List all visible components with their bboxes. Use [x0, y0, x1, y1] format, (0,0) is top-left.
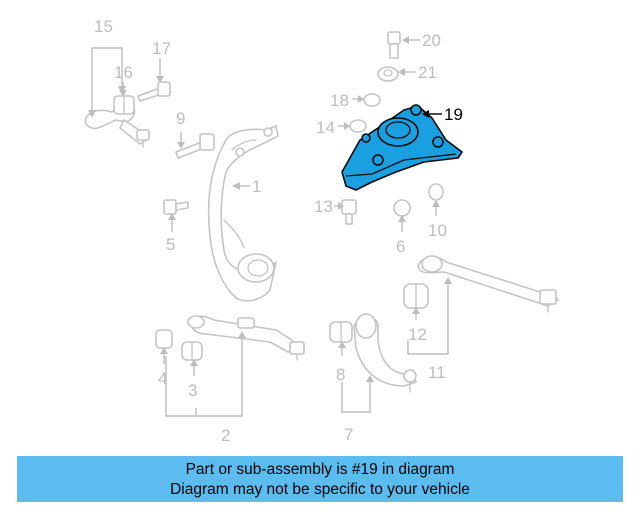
label-15: 15 — [94, 17, 113, 36]
part-17-bolt[interactable] — [137, 81, 171, 102]
callout-6: 6 — [396, 215, 406, 256]
callout-17: 17 — [152, 39, 171, 83]
part-11-lateral-arm[interactable] — [417, 255, 559, 313]
label-9: 9 — [176, 109, 185, 128]
part-13-bolt[interactable] — [341, 199, 357, 225]
part-6-nut[interactable] — [393, 199, 411, 217]
label-11: 11 — [428, 363, 446, 382]
part-8-bushing[interactable] — [329, 321, 353, 343]
part-7-trailing-arm[interactable] — [353, 313, 417, 393]
label-20: 20 — [422, 31, 441, 50]
part-14-nut[interactable] — [349, 119, 367, 133]
label-2: 2 — [221, 426, 230, 445]
label-6: 6 — [396, 237, 405, 256]
callout-18: 18 — [330, 91, 364, 110]
callout-9: 9 — [176, 109, 185, 149]
part-18-nut[interactable] — [363, 93, 381, 107]
label-14: 14 — [316, 118, 335, 137]
callout-13: 13 — [314, 197, 344, 216]
part-12-bushing[interactable] — [403, 283, 429, 309]
callout-14: 14 — [316, 118, 350, 137]
part-1-steering-knuckle[interactable] — [207, 125, 279, 302]
part-4-bushing[interactable] — [155, 329, 173, 349]
callout-3: 3 — [188, 359, 198, 400]
label-5: 5 — [166, 235, 175, 254]
callout-10: 10 — [428, 200, 447, 240]
callout-7: 7 — [341, 375, 374, 444]
label-1: 1 — [252, 177, 261, 196]
label-3: 3 — [188, 381, 197, 400]
banner-line-1: Part or sub-assembly is #19 in diagram — [185, 461, 455, 478]
label-7: 7 — [344, 425, 353, 444]
callout-15: 15 — [88, 17, 126, 118]
part-3-bushing[interactable] — [181, 341, 203, 361]
label-10: 10 — [428, 221, 447, 240]
callout-1: 1 — [232, 177, 261, 196]
callout-4: 4 — [158, 347, 168, 388]
part-19-upper-mount-highlighted[interactable] — [341, 104, 463, 191]
part-21-washer[interactable] — [377, 66, 399, 82]
label-12: 12 — [408, 325, 427, 344]
label-19: 19 — [444, 105, 463, 124]
label-4: 4 — [158, 369, 167, 388]
label-16: 16 — [114, 63, 133, 82]
label-13: 13 — [314, 197, 333, 216]
label-21: 21 — [418, 63, 437, 82]
part-9-bolt[interactable] — [175, 133, 215, 159]
part-5-bolt[interactable] — [163, 199, 189, 215]
callout-21: 21 — [398, 63, 437, 82]
callout-16: 16 — [114, 63, 133, 97]
label-8: 8 — [336, 365, 345, 384]
callout-12: 12 — [408, 307, 427, 344]
callout-8: 8 — [336, 341, 346, 384]
label-18: 18 — [330, 91, 349, 110]
parts-diagram: 15 16 17 9 1 — [84, 17, 559, 445]
label-17: 17 — [152, 39, 171, 58]
part-20-bolt[interactable] — [387, 31, 401, 59]
callout-11: 11 — [407, 277, 452, 382]
part-10-nut[interactable] — [428, 183, 444, 201]
info-banner: Part or sub-assembly is #19 in diagram D… — [17, 456, 623, 502]
callout-20: 20 — [402, 31, 441, 50]
banner-line-2: Diagram may not be specific to your vehi… — [170, 481, 470, 498]
callout-5: 5 — [166, 213, 176, 254]
callout-19: 19 — [422, 105, 463, 124]
part-16-bushing[interactable] — [113, 95, 135, 115]
callout-2: 2 — [165, 331, 246, 445]
